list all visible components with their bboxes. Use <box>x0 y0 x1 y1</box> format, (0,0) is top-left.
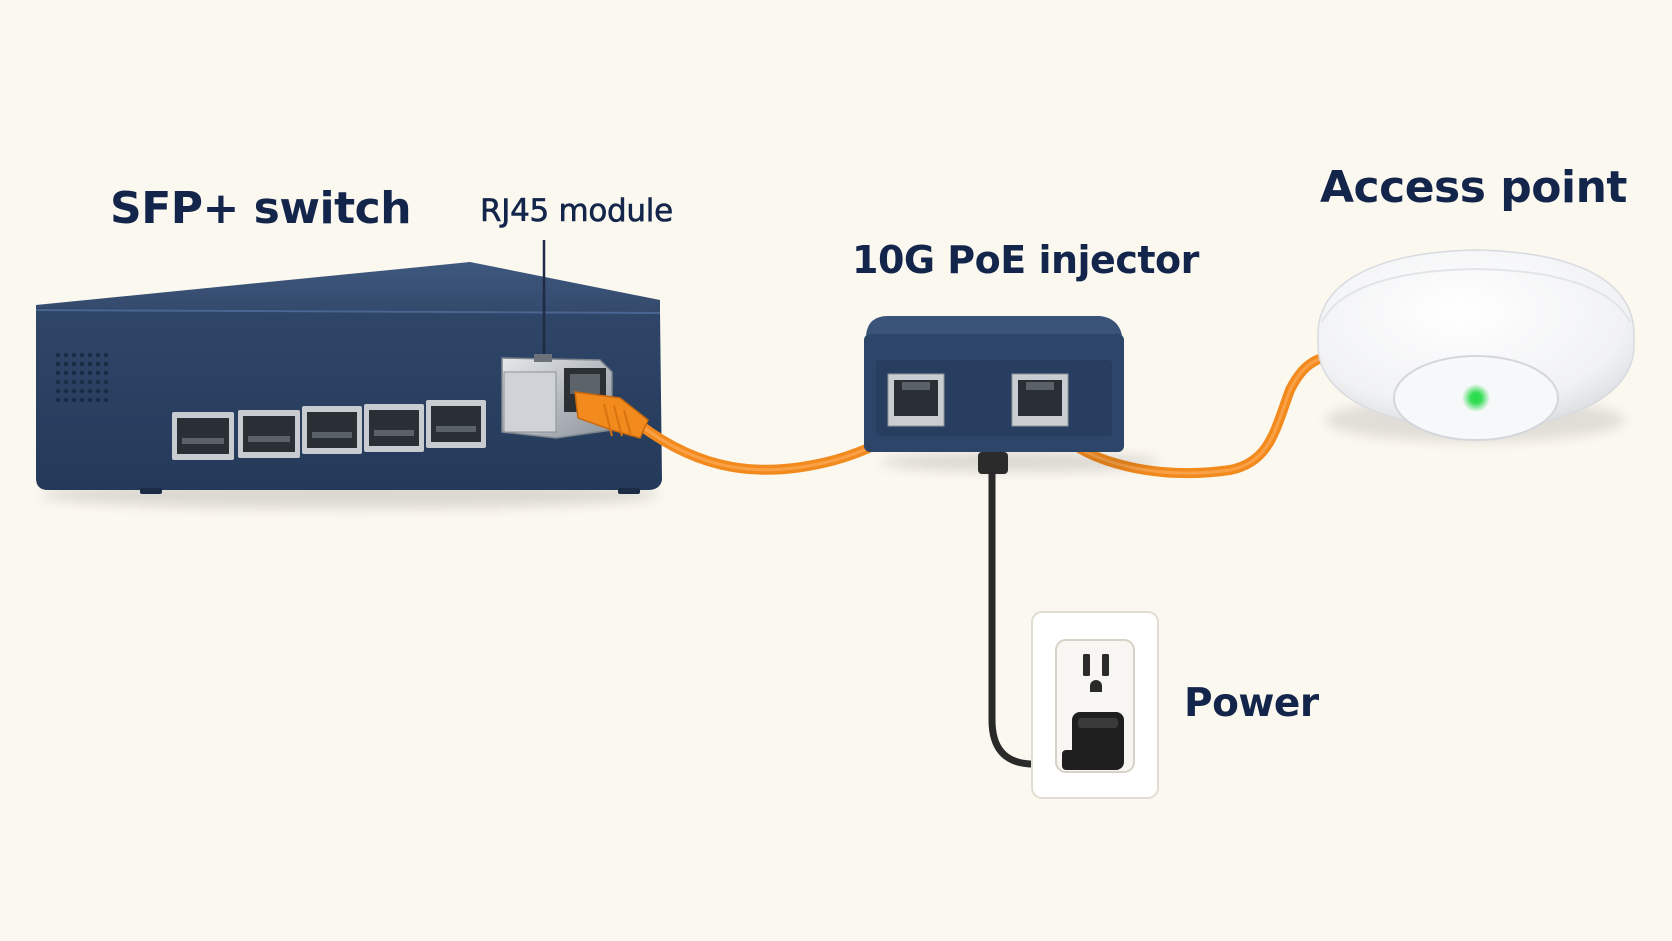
switch-foot <box>140 488 162 494</box>
injector-port-data-power-out <box>1011 373 1069 427</box>
sfp-switch <box>35 262 662 509</box>
injector-top <box>866 316 1122 335</box>
access-point-label: Access point <box>1320 162 1627 213</box>
poe-injector <box>864 316 1160 474</box>
module-label: RJ45 module <box>480 193 674 230</box>
injector-power-inlet <box>978 452 1008 474</box>
switch-foot <box>618 488 640 494</box>
power-label: Power <box>1184 681 1319 726</box>
sfp-port-4 <box>364 404 424 452</box>
access-point <box>1317 249 1635 442</box>
injector-port-data-in <box>887 373 945 427</box>
sfp-port-2 <box>238 410 300 458</box>
sfp-port-1 <box>172 412 234 460</box>
rj45-plug <box>574 391 649 439</box>
switch-vent <box>55 352 109 403</box>
switch-edge <box>35 309 661 314</box>
switch-label: SFP+ switch <box>110 183 412 234</box>
sfp-port-5 <box>426 400 486 448</box>
switch-top <box>36 262 660 315</box>
injector-label: 10G PoE injector <box>852 238 1199 282</box>
power-plug <box>1062 712 1124 770</box>
power-cable <box>988 468 1084 768</box>
sfp-port-3 <box>302 406 362 454</box>
wall-outlet <box>1031 611 1159 799</box>
